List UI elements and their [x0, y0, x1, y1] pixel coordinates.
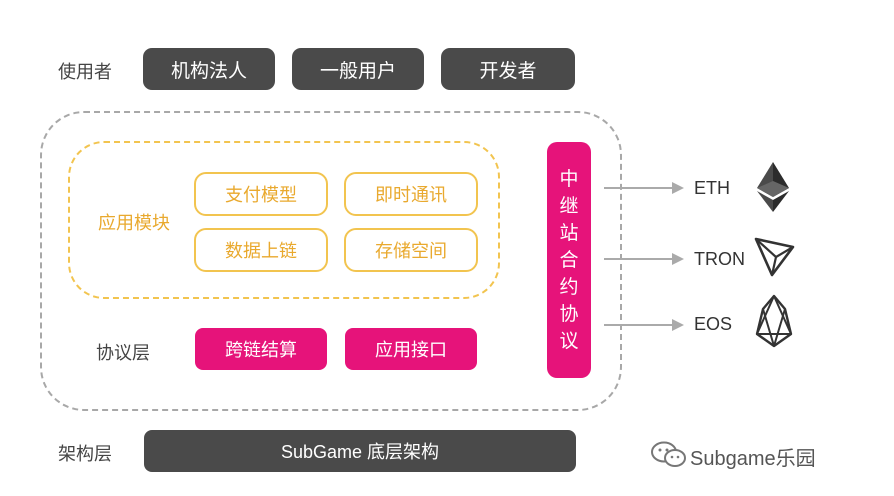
arrow-eth-line: [604, 187, 674, 189]
chain-eos-label: EOS: [694, 314, 733, 334]
chain-tron-label: TRON: [694, 249, 745, 269]
subgame-base-architecture: SubGame 底层架构: [144, 430, 576, 472]
relay-char: 站: [559, 222, 579, 244]
app-modules-label: 应用模块: [98, 213, 170, 233]
arrow-eth-head: [672, 182, 684, 194]
arrow-tron-line: [604, 258, 674, 260]
user-institution: 机构法人: [143, 48, 275, 90]
arrow-eos-head: [672, 319, 684, 331]
eos-icon: [755, 294, 793, 348]
relay-char: 继: [559, 195, 579, 217]
arrow-tron-head: [672, 253, 684, 265]
relay-contract-protocol: 中 继 站 合 约 协 议: [547, 142, 591, 378]
cross-chain-settlement: 跨链结算: [195, 328, 327, 370]
arrow-eos-line: [604, 324, 674, 326]
protocol-layer-label: 协议层: [96, 343, 150, 363]
tron-icon: [754, 237, 795, 277]
relay-char: 约: [559, 276, 579, 298]
module-payment: 支付模型: [194, 172, 328, 216]
users-label: 使用者: [58, 62, 112, 82]
platform-container: [40, 111, 622, 411]
module-messaging: 即时通讯: [344, 172, 478, 216]
wechat-icon: [651, 441, 686, 467]
application-interface: 应用接口: [345, 328, 477, 370]
relay-char: 议: [559, 330, 579, 352]
chain-eth-label: ETH: [694, 178, 730, 198]
eth-icon: [757, 162, 789, 212]
watermark-text: Subgame乐园: [690, 448, 816, 470]
app-modules-box: [68, 141, 500, 299]
user-developer: 开发者: [441, 48, 575, 90]
relay-char: 协: [559, 303, 579, 325]
relay-char: 合: [559, 249, 579, 271]
module-storage: 存储空间: [344, 228, 478, 272]
module-data-onchain: 数据上链: [194, 228, 328, 272]
architecture-label: 架构层: [58, 444, 112, 464]
relay-char: 中: [559, 168, 579, 190]
user-general: 一般用户: [292, 48, 424, 90]
